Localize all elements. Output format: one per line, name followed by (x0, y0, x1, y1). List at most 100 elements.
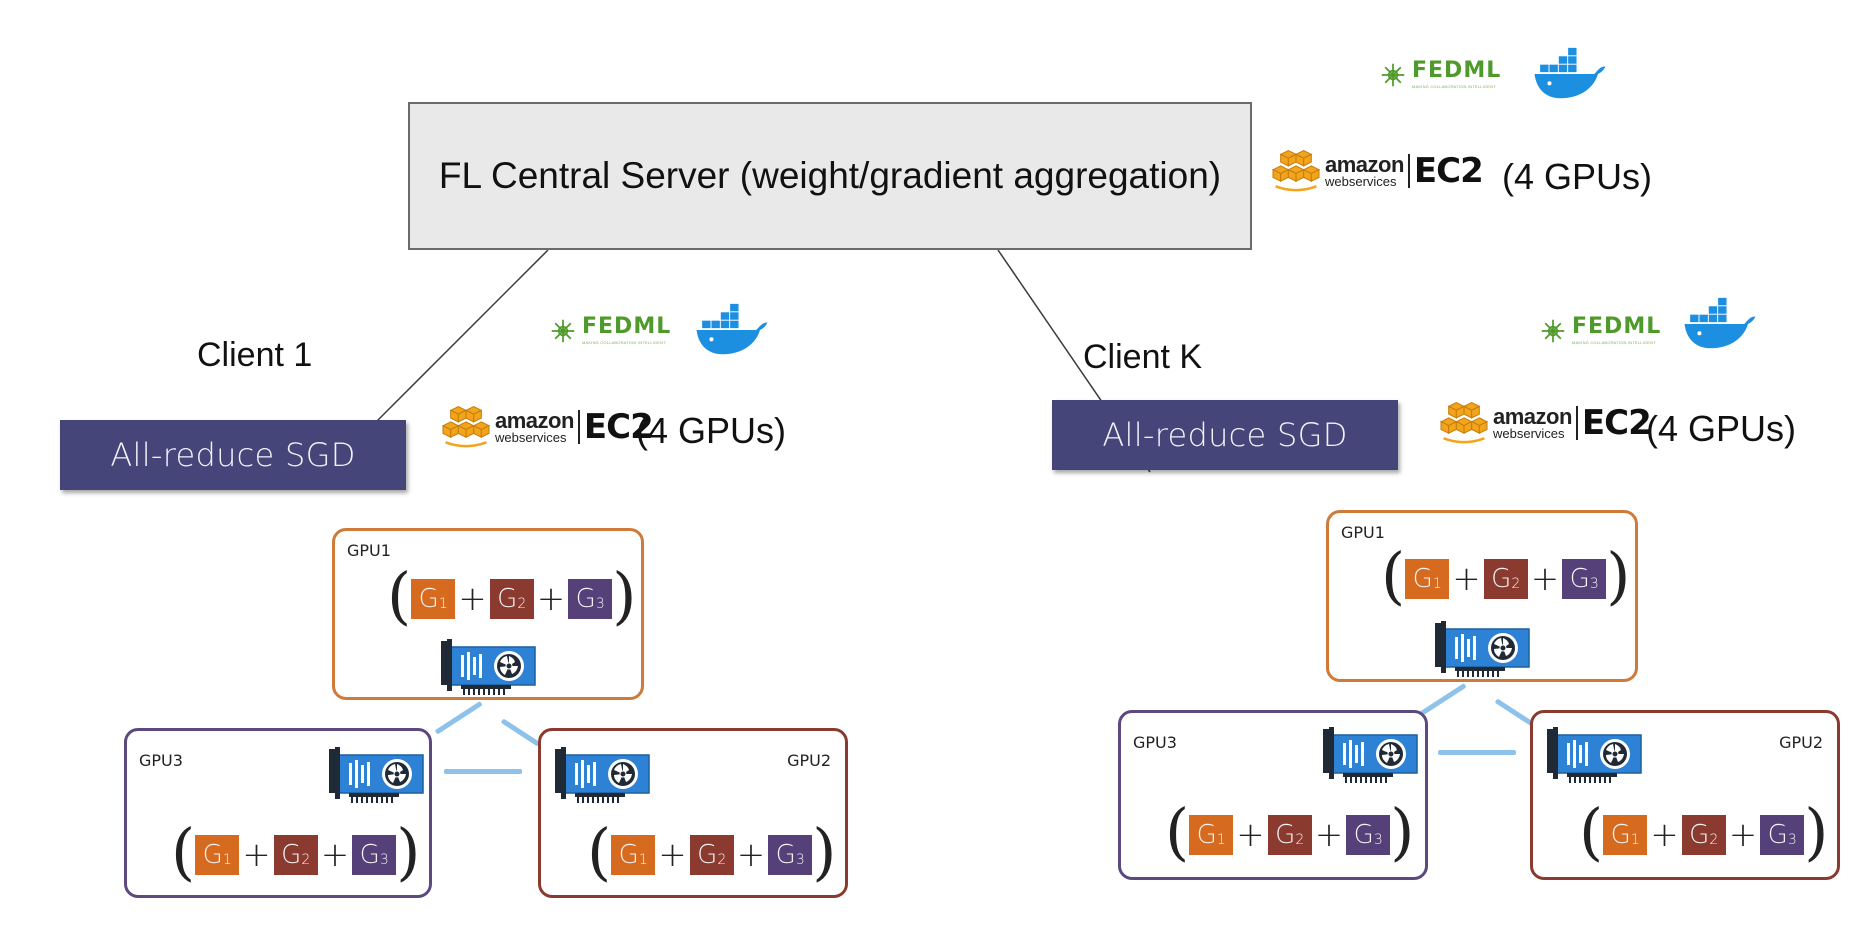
aws-webservices-text: webservices (495, 430, 567, 445)
aws-cubes-icon (440, 404, 492, 450)
gpu-card-icon (441, 635, 537, 697)
client-k-gpu-count: (4 GPUs) (1646, 408, 1797, 449)
central-server-box: FL Central Server (weight/gradient aggre… (408, 102, 1252, 250)
link-to-client-1 (369, 249, 549, 429)
client-1-gpu-count: (4 GPUs) (636, 410, 787, 451)
fedml-tagline: MAKING COLLABORATION INTELLIGENT (1572, 340, 1656, 345)
aws-ec2-logo-client-k: amazon webservices EC2 (1438, 400, 1652, 446)
plus-sign: + (1452, 559, 1481, 599)
plus-sign: + (1314, 815, 1344, 855)
gpu2-title: GPU2 (1779, 733, 1823, 752)
aws-divider (1575, 406, 1578, 440)
gpu-card-icon (1435, 617, 1531, 679)
plus-sign: + (458, 579, 487, 619)
plus-sign: + (536, 579, 566, 619)
fedml-word: FEDML (1412, 58, 1502, 83)
aws-ec2-logo-server: amazon webservices EC2 (1270, 148, 1484, 194)
docker-whale-icon (694, 302, 770, 358)
aws-cubes-icon (1270, 148, 1322, 194)
right-paren: ) (1390, 795, 1415, 868)
fedml-logo-server: FEDML MAKING COLLABORATION INTELLIGENT (1380, 60, 1501, 89)
docker-whale-icon (1682, 296, 1758, 352)
left-paren: ( (171, 815, 196, 888)
aws-ec2-text: EC2 (583, 407, 654, 447)
plus-sign: + (242, 835, 271, 875)
right-paren: ) (1804, 795, 1829, 868)
aws-webservices-text: webservices (1325, 174, 1397, 189)
aws-divider (1407, 154, 1410, 188)
aws-divider (577, 410, 580, 444)
fedml-logo-client-1: FEDML MAKING COLLABORATION INTELLIGENT (550, 316, 671, 345)
gpu-card-icon (555, 743, 651, 805)
fedml-logo-client-k: FEDML MAKING COLLABORATION INTELLIGENT (1540, 316, 1661, 345)
gpu2-title: GPU2 (787, 751, 831, 770)
plus-sign: + (1650, 815, 1679, 855)
right-paren: ) (812, 815, 837, 888)
fedml-tagline: MAKING COLLABORATION INTELLIGENT (582, 340, 666, 345)
right-paren: ) (396, 815, 421, 888)
aws-ec2-logo-client-1: amazon webservices EC2 (440, 404, 654, 450)
aws-amazon-text: amazon (1325, 152, 1404, 177)
fedml-word: FEDML (582, 314, 672, 339)
client-k-label: Client K (1083, 338, 1203, 376)
gpu-card-icon (1547, 723, 1643, 785)
aws-webservices-text: webservices (1493, 426, 1565, 441)
docker-whale-icon (1532, 46, 1608, 102)
client-k-sgd-label: All-reduce SGD (1102, 416, 1348, 454)
fedml-word: FEDML (1572, 314, 1662, 339)
aws-ec2-text: EC2 (1413, 151, 1484, 191)
gpu-link (1438, 750, 1516, 755)
fedml-tagline: MAKING COLLABORATION INTELLIGENT (1412, 84, 1496, 89)
fedml-logo-icon (1540, 318, 1566, 344)
gpu3-title: GPU3 (139, 751, 183, 770)
plus-sign: + (1530, 559, 1560, 599)
aws-amazon-text: amazon (495, 408, 574, 433)
plus-sign: + (658, 835, 687, 875)
left-paren: ( (1165, 795, 1190, 868)
client-1-label: Client 1 (197, 336, 313, 374)
gpu-card-icon (1323, 723, 1419, 785)
gpu3-title: GPU3 (1133, 733, 1177, 752)
gpu1-title: GPU1 (1341, 523, 1385, 542)
aws-ec2-text: EC2 (1581, 403, 1652, 443)
left-paren: ( (1579, 795, 1604, 868)
left-paren: ( (1381, 539, 1406, 612)
fedml-logo-icon (1380, 62, 1406, 88)
right-paren: ) (612, 559, 637, 632)
plus-sign: + (736, 835, 766, 875)
client-1-sgd-box: All-reduce SGD (60, 420, 406, 490)
left-paren: ( (587, 815, 612, 888)
aws-cubes-icon (1438, 400, 1490, 446)
central-server-label: FL Central Server (weight/gradient aggre… (438, 155, 1222, 196)
right-paren: ) (1606, 539, 1631, 612)
gpu-card-icon (329, 743, 425, 805)
